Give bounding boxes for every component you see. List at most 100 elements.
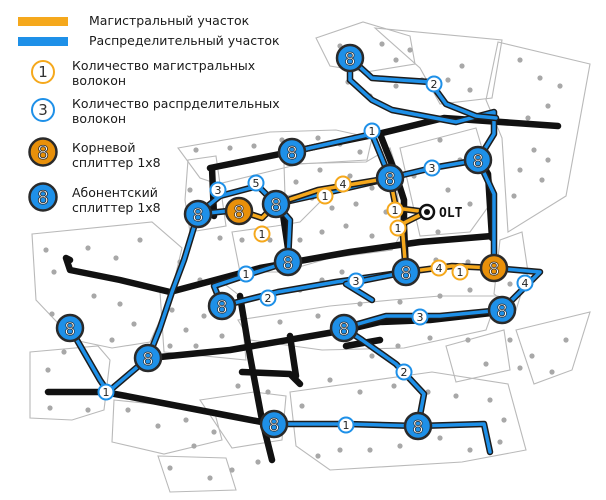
house-dot: [391, 383, 397, 389]
distribution-fiber-count: 3: [411, 308, 429, 326]
house-dot: [293, 179, 299, 185]
subscriber-splitter-glyph: 8: [338, 319, 349, 340]
distribution-fiber-count-value: 3: [353, 275, 360, 288]
house-dot: [395, 343, 401, 349]
distribution-fiber-count-ring: [363, 122, 381, 140]
distribution-fiber-count-value: 3: [417, 311, 424, 324]
house-dot: [397, 443, 403, 449]
trunk-fiber-count: 1: [389, 219, 407, 237]
house-dot: [517, 365, 523, 371]
distribution-fiber-count-value: 1: [103, 386, 110, 399]
distribution-fiber-count: 1: [237, 265, 255, 283]
root-splitter-glyph: 8: [488, 259, 499, 280]
subscriber-splitter-glyph: 8: [496, 301, 507, 322]
house-dot: [379, 41, 385, 47]
distribution-cable: [416, 422, 492, 454]
subscriber-splitter: 8: [207, 291, 237, 321]
distribution-fiber-count: 4: [516, 274, 534, 292]
road: [238, 368, 304, 388]
house-dot: [183, 417, 189, 423]
house-dot: [91, 293, 97, 299]
house-dot: [297, 237, 303, 243]
trunk-fiber-count-ring: [253, 225, 271, 243]
subscriber-splitter: 8: [335, 43, 365, 73]
house-dot: [51, 269, 57, 275]
house-dot: [369, 233, 375, 239]
house-dot: [507, 281, 513, 287]
house-dot: [193, 343, 199, 349]
subscriber-splitter-glyph: 8: [64, 319, 75, 340]
distribution-cable: [146, 212, 200, 360]
subscriber-splitter-body: [277, 137, 307, 167]
house-dot: [467, 447, 473, 453]
legend-trunk-label: Магистральный участок: [89, 13, 250, 28]
house-dot: [169, 307, 175, 313]
parcel: [485, 41, 591, 233]
subscriber-splitter: 8: [487, 295, 517, 325]
house-dot: [207, 475, 213, 481]
house-dot: [367, 447, 373, 453]
trunk-fiber-count-value: 1: [322, 190, 329, 203]
house-dot: [235, 383, 241, 389]
house-dot: [299, 403, 305, 409]
subscriber-splitter-body: [463, 145, 493, 175]
trunk-fiber-count-value: 1: [392, 204, 399, 217]
distribution-fiber-count-ring: [337, 416, 355, 434]
legend-distribution-swatch: [18, 37, 68, 46]
house-dot: [187, 187, 193, 193]
house-dot: [227, 145, 233, 151]
legend-subscriber-splitter-icon: 8: [28, 182, 58, 212]
house-dot: [117, 301, 123, 307]
house-dot: [125, 407, 131, 413]
distribution-fiber-count-ring: [247, 174, 265, 192]
subscriber-splitter-body: [273, 247, 303, 277]
subscriber-splitter: 8: [261, 189, 291, 219]
house-dot: [353, 201, 359, 207]
house-dot: [131, 321, 137, 327]
trunk-fiber-count: 4: [430, 259, 448, 277]
house-dot: [517, 167, 523, 173]
house-dot: [191, 443, 197, 449]
trunk-cable: [274, 176, 392, 206]
trunk-fiber-count-ring: [334, 175, 352, 193]
subscriber-splitter-glyph: 8: [216, 297, 227, 318]
house-dot: [529, 353, 535, 359]
house-dot: [239, 237, 245, 243]
house-dot: [511, 193, 517, 199]
house-dot: [265, 389, 271, 395]
house-dot: [167, 343, 173, 349]
distribution-fiber-count-value: 1: [369, 125, 376, 138]
root-splitter: 8: [479, 253, 509, 283]
subscriber-splitter: 8: [391, 257, 421, 287]
house-dot: [315, 135, 321, 141]
distribution-fiber-count-ring: [209, 181, 227, 199]
house-dot: [497, 439, 503, 445]
trunk-fiber-count-value: 1: [457, 266, 464, 279]
trunk-fiber-count-value: 4: [340, 178, 347, 191]
subscriber-splitter-glyph: 8: [384, 169, 395, 190]
house-dot: [183, 327, 189, 333]
root-splitter-body: [479, 253, 509, 283]
trunk-fiber-count-value: 1: [395, 222, 402, 235]
house-dot: [219, 333, 225, 339]
house-dot: [501, 417, 507, 423]
house-dot: [517, 57, 523, 63]
olt-label: OLT: [439, 206, 463, 221]
subscriber-splitter-body: [335, 43, 365, 73]
subscriber-splitter-body: [259, 409, 289, 439]
trunk-fiber-count-value: 1: [259, 228, 266, 241]
subscriber-splitter-body: [375, 163, 405, 193]
house-dot: [545, 103, 551, 109]
distribution-fiber-count-value: 2: [431, 78, 438, 91]
distribution-fiber-count-ring: [411, 308, 429, 326]
subscriber-splitter: 8: [273, 247, 303, 277]
distribution-fiber-count: 2: [259, 289, 277, 307]
house-dot: [467, 287, 473, 293]
distribution-fiber-count-value: 3: [429, 162, 436, 175]
house-dot: [85, 407, 91, 413]
root-splitter-glyph: 8: [233, 202, 244, 223]
legend-distribution-label: Распределительный участок: [89, 33, 280, 48]
house-dot: [319, 229, 325, 235]
trunk-fiber-count: 1: [253, 225, 271, 243]
